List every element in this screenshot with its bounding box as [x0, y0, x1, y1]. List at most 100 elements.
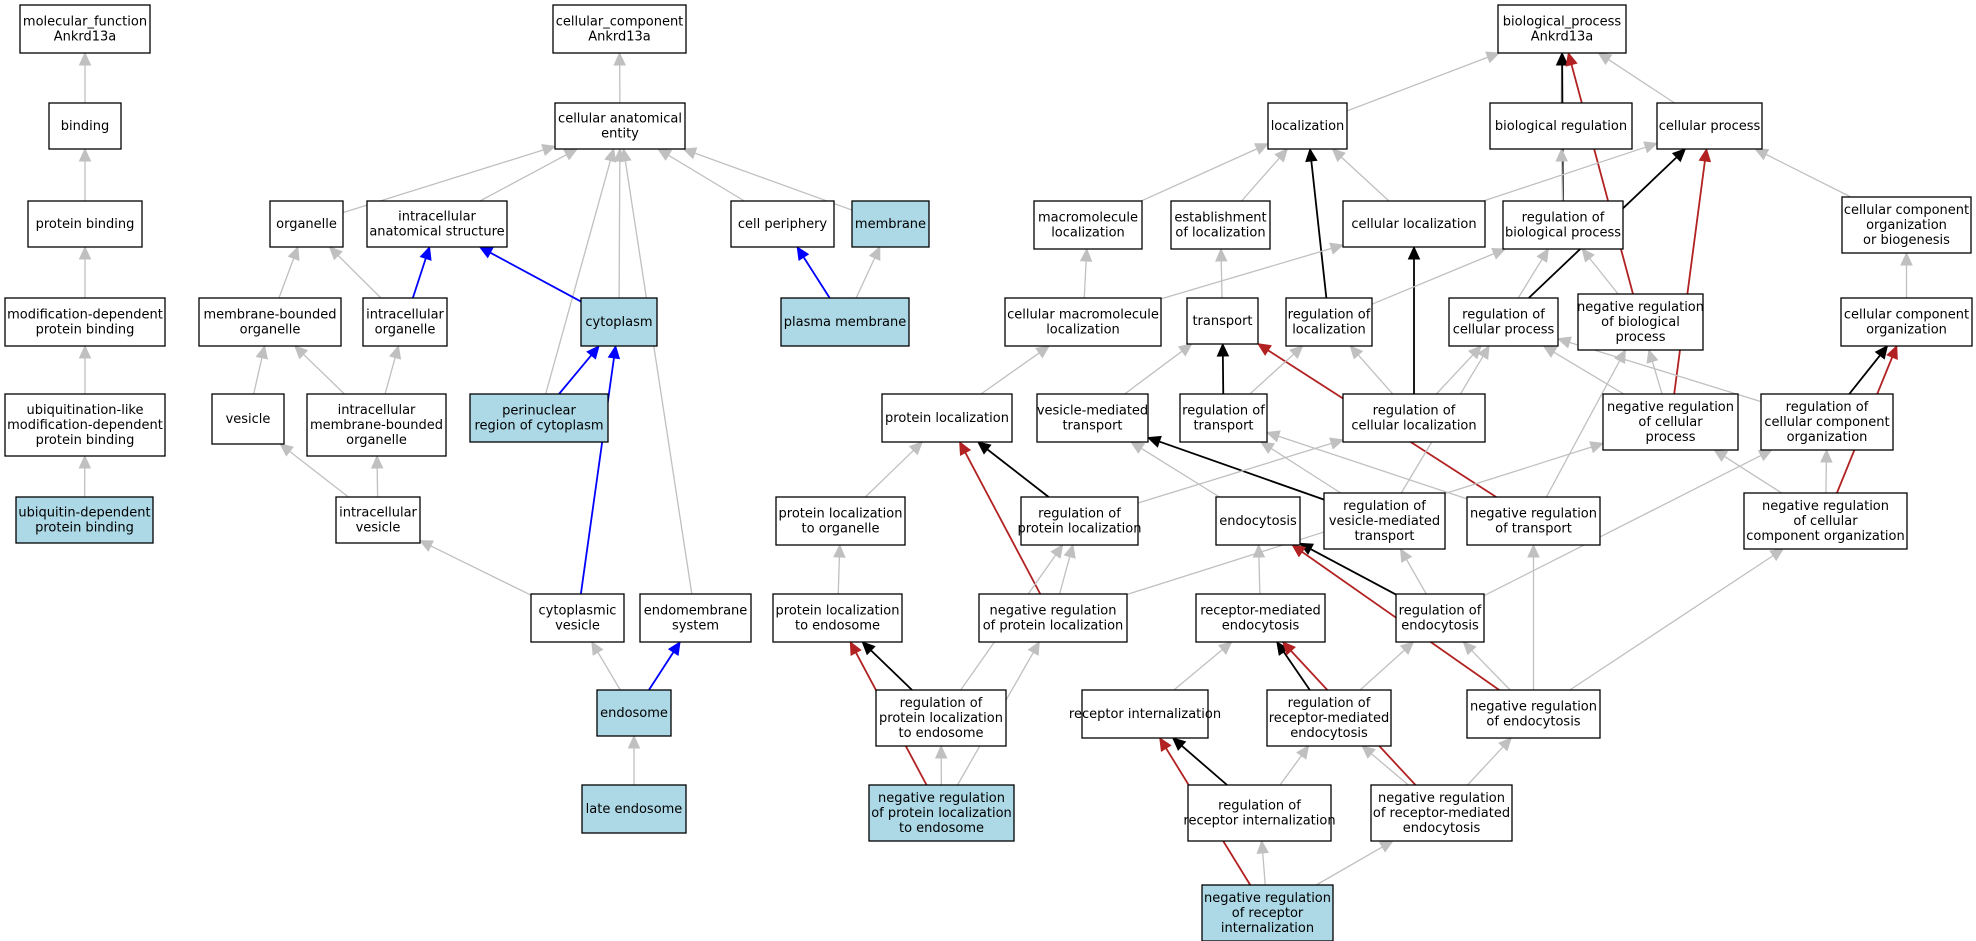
term-node-binding[interactable]: binding — [48, 102, 122, 150]
term-label-line: of transport — [1495, 522, 1572, 537]
arrowhead-icon — [293, 345, 309, 360]
edge-line — [837, 556, 841, 595]
term-label-line: regulation of — [900, 696, 983, 711]
edge-line — [1282, 651, 1311, 691]
term-box — [469, 393, 609, 443]
arrowhead-icon — [78, 245, 92, 260]
edge-cytoplasm-to-ias — [478, 246, 582, 303]
arrowhead-icon — [796, 245, 810, 261]
term-node-bio-reg[interactable]: biological regulation — [1489, 102, 1633, 150]
edge-line — [1124, 350, 1183, 395]
edge-neg-reg-prot-loc-to-reg-prot-loc — [1058, 543, 1076, 595]
term-box — [978, 593, 1128, 643]
arrowhead-icon — [607, 344, 621, 360]
term-node-rec-int[interactable]: receptor internalization — [1069, 689, 1221, 739]
arrowhead-icon — [370, 454, 384, 469]
term-node-endosome[interactable]: endosome — [596, 689, 672, 737]
edge-line — [870, 649, 913, 691]
arrowhead-icon — [1331, 148, 1346, 163]
arrowhead-icon — [1713, 449, 1729, 463]
term-node-ubl-mod-dep-binding[interactable]: ubiquitination-likemodification-dependen… — [4, 393, 166, 457]
arrowhead-icon — [1254, 143, 1270, 155]
arrowhead-icon — [1035, 345, 1050, 359]
arrowhead-icon — [667, 640, 681, 656]
term-node-late-endosome[interactable]: late endosome — [581, 784, 687, 834]
term-node-protein-binding[interactable]: protein binding — [27, 200, 143, 248]
term-node-cytoplasm[interactable]: cytoplasm — [580, 297, 658, 347]
term-label-line: negative regulation — [989, 604, 1116, 619]
term-label-line: biological regulation — [1495, 119, 1627, 134]
term-box — [1266, 689, 1392, 747]
term-label-line: cellular component — [1764, 415, 1889, 430]
arrowhead-icon — [1079, 247, 1093, 262]
term-node-transport[interactable]: transport — [1186, 297, 1259, 345]
edge-cell-macro-loc-to-macro-loc — [1079, 247, 1093, 299]
edge-line — [864, 449, 915, 498]
edge-reg-vmt-to-vmt — [1146, 435, 1325, 501]
edge-line — [1848, 354, 1881, 395]
term-label-line: macromolecule — [1038, 211, 1138, 226]
edge-line — [558, 354, 593, 395]
edge-line — [1241, 157, 1280, 202]
arrowhead-icon — [1527, 543, 1540, 558]
term-box — [1267, 102, 1348, 150]
term-node-localization[interactable]: localization — [1267, 102, 1348, 150]
term-node-endocytosis[interactable]: endocytosis — [1215, 496, 1301, 546]
term-node-cell-periphery[interactable]: cell periphery — [730, 200, 835, 248]
term-node-plasma-membrane[interactable]: plasma membrane — [780, 297, 910, 347]
term-node-cell-loc[interactable]: cellular localization — [1342, 200, 1486, 248]
arrowhead-icon — [1281, 641, 1296, 656]
edge-ub-dep-binding-to-ubl-mod-dep-binding — [78, 454, 92, 498]
term-node-cell-process[interactable]: cellular process — [1656, 102, 1763, 150]
term-node-vesicle[interactable]: vesicle — [211, 393, 285, 445]
term-node-organelle[interactable]: organelle — [269, 200, 344, 248]
term-node-membrane[interactable]: membrane — [851, 200, 930, 248]
term-label-line: molecular_function — [23, 15, 147, 30]
term-node-prot-loc[interactable]: protein localization — [881, 393, 1013, 443]
term-node-reg-rme[interactable]: regulation ofreceptor-mediatedendocytosi… — [1266, 689, 1392, 747]
